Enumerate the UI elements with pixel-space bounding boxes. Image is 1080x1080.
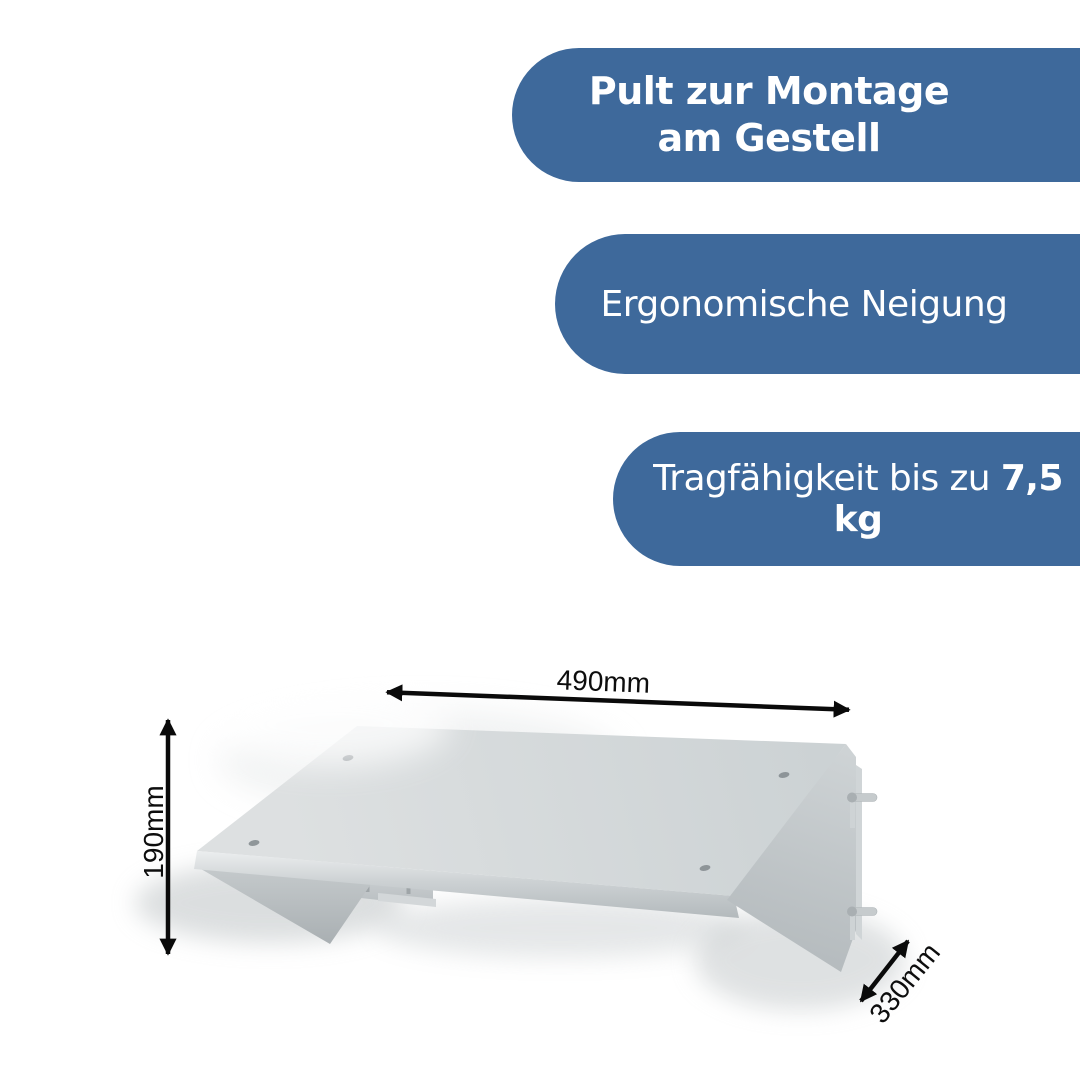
height-dimension-label: 190mm <box>138 785 169 878</box>
wall-mounting-plate <box>856 765 862 940</box>
screw-hole <box>778 772 790 778</box>
badge-capacity-prefix: Tragfähigkeit bis zu <box>653 458 1001 499</box>
badge-feature-tilt: Ergonomische Neigung <box>555 234 1080 374</box>
shelf-top-surface <box>197 726 846 896</box>
screw-hole <box>699 865 711 871</box>
badge-product-title-text: Pult zur Montage am Gestell <box>588 68 950 162</box>
shelf-left-side-panel <box>201 869 371 944</box>
badge-capacity-text: Tragfähigkeit bis zu 7,5 kg <box>636 458 1080 540</box>
depth-dimension-arrow <box>859 939 910 1003</box>
width-dimension-label: 490mm <box>556 664 650 699</box>
mounting-pin-lower <box>847 906 878 940</box>
badge-title-line2: am Gestell <box>657 116 881 160</box>
dimension-arrows <box>159 684 910 1003</box>
badge-title-line1: Pult zur Montage <box>588 69 950 113</box>
screw-hole <box>248 840 260 846</box>
badge-product-title: Pult zur Montage am Gestell <box>512 48 1080 182</box>
width-dimension-arrow <box>385 684 851 718</box>
shelf-front-lip <box>194 851 739 918</box>
badge-tilt-text: Ergonomische Neigung <box>600 283 1008 325</box>
badge-feature-capacity: Tragfähigkeit bis zu 7,5 kg <box>613 432 1080 566</box>
mounting-pin-upper <box>847 792 878 828</box>
shelf-right-side-panel <box>727 744 856 972</box>
badge-capacity-value: 7,5 kg <box>833 458 1064 540</box>
